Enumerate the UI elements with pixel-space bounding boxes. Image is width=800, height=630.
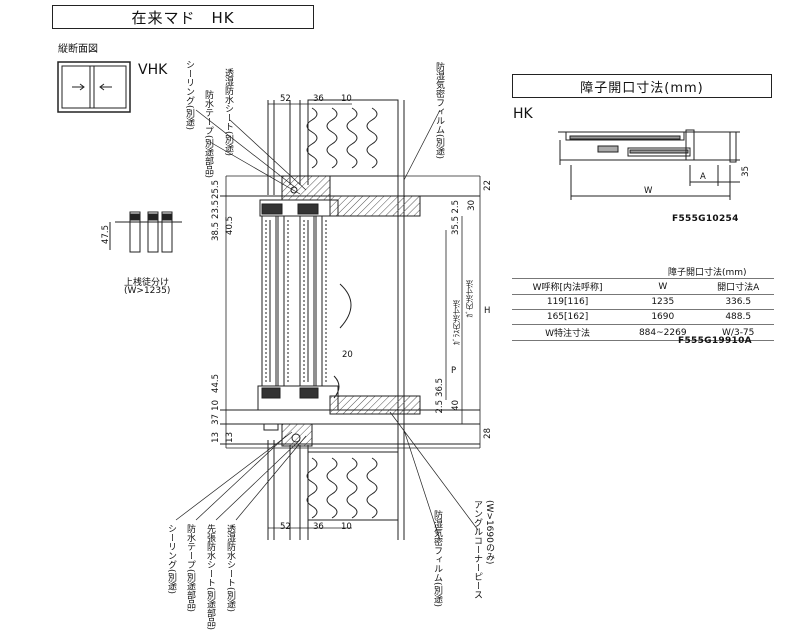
- left-dim-bottom: 10: [211, 400, 221, 411]
- plan-dim-35: 35: [741, 166, 751, 177]
- wall-layers: [267, 100, 405, 540]
- right-dim: 2.5: [451, 200, 461, 214]
- table-cell: W特注寸法: [512, 324, 624, 341]
- table-cell: 119[116]: [512, 294, 624, 310]
- right-dim: 35.5: [451, 216, 461, 235]
- table-cell: 1235: [623, 294, 703, 310]
- drawing-code: F555G10254: [672, 214, 739, 224]
- bottom-dim: 10: [341, 522, 352, 532]
- top-dim: 36: [313, 94, 324, 104]
- bottom-dim: 52: [280, 522, 291, 532]
- dim-twenty: 20: [342, 350, 353, 360]
- callout-airtight-film-top: 防湿気密フィルム(別途): [434, 62, 444, 160]
- right-dim: 28: [483, 428, 493, 439]
- left-dim-top: 38.5: [211, 222, 221, 241]
- callout-airtight-film-bottom: 防湿気密フィルム(別途): [432, 510, 442, 608]
- head-detail: [109, 211, 182, 253]
- left-dim-bottom: 13: [225, 432, 235, 443]
- plan-dim-w: W: [644, 186, 653, 196]
- table-cell: 488.5: [702, 309, 774, 325]
- left-dim-bottom: 44.5: [211, 374, 221, 393]
- plan-view: [558, 129, 740, 200]
- right-title: 障子開口寸法(mm): [512, 74, 772, 98]
- top-dim: 52: [280, 94, 291, 104]
- dim-p: P: [451, 366, 457, 376]
- opening-dimension-table: W呼称[内法呼称] W 開口寸法A 119[116] 1235 336.5 16…: [512, 278, 774, 341]
- table-cell: 884~2269: [623, 324, 703, 341]
- right-dim: 30: [467, 200, 477, 211]
- window-elevation-icon: [57, 61, 131, 113]
- detail-caption-sub: (W>1235): [124, 286, 171, 296]
- callout-sealing-bottom: シーリング(別途): [166, 524, 176, 595]
- right-model: HK: [513, 106, 533, 122]
- right-dim: 36.5: [435, 378, 445, 397]
- dim-h: H: [484, 306, 491, 316]
- left-dim-bottom: 13: [211, 432, 221, 443]
- crescent-lock-arc: [339, 283, 352, 329]
- table-unit-caption: 障子開口寸法(mm): [668, 268, 747, 278]
- model-label: VHK: [138, 62, 168, 78]
- callout-waterproof-tape-top: 防水テープ(別途部品): [203, 90, 213, 179]
- leaders-bottom: [175, 411, 479, 541]
- callout-angle-corner-note: (W>1690のみ): [484, 500, 494, 565]
- table-code: F555G19910A: [678, 336, 752, 346]
- callout-moisture-sheet-top: 透湿防水シート(別途): [223, 68, 233, 157]
- insulation-top: [306, 99, 399, 177]
- table-header-row: W呼称[内法呼称] W 開口寸法A: [512, 278, 774, 295]
- table-cell: W/3-75: [702, 324, 774, 341]
- left-dim-top: 23.5: [211, 200, 221, 219]
- callout-pre-waterproof-sheet: 先張防水シート(別途部品): [205, 524, 215, 630]
- plan-dim-a: A: [700, 172, 706, 182]
- detail-caption: 上桟徒分け: [124, 278, 170, 288]
- table-row: W特注寸法 884~2269 W/3-75: [512, 324, 774, 341]
- sill-frame: [220, 385, 480, 447]
- bottom-dim: 36: [313, 522, 324, 532]
- head-frame: [220, 175, 480, 217]
- sill-inner-label: ｶﾞﾗｽ内法寸法: [452, 300, 461, 345]
- dimension-lines: [225, 103, 481, 529]
- left-dim-bottom: 37: [211, 414, 221, 425]
- callout-waterproof-tape-bottom: 防水テープ(別途部品): [185, 524, 195, 613]
- page-title: 在来マド HK: [52, 5, 314, 29]
- top-dim: 10: [341, 94, 352, 104]
- callout-moisture-sheet-bottom: 透湿防水シート(別途): [225, 524, 235, 613]
- right-dim: 40: [451, 400, 461, 411]
- sash-right: [299, 215, 327, 387]
- table-cell: 1690: [623, 309, 703, 325]
- table-header: 開口寸法A: [702, 278, 774, 295]
- section-label: 縦断面図: [58, 44, 98, 55]
- table-cell: 165[162]: [512, 309, 624, 325]
- left-dim-top: 25.5: [211, 180, 221, 199]
- table-cell: 336.5: [702, 294, 774, 310]
- table-row: 119[116] 1235 336.5: [512, 294, 774, 310]
- left-dim-top: 40.5: [225, 216, 235, 235]
- table-row: 165[162] 1690 488.5: [512, 309, 774, 325]
- leaders-top: [195, 109, 441, 195]
- table-header: W: [623, 278, 703, 295]
- callout-sealing-top: シーリング(別途): [184, 60, 194, 131]
- right-dim: 22: [483, 180, 493, 191]
- table-header: W呼称[内法呼称]: [512, 278, 624, 295]
- insulation-bottom: [306, 451, 399, 521]
- callout-angle-corner-piece: アングルコーナーピース: [472, 500, 482, 599]
- inner-span-label: ｶﾞ内法寸法: [465, 280, 474, 318]
- right-dim: 2.5: [435, 400, 445, 414]
- sash-left: [261, 215, 289, 387]
